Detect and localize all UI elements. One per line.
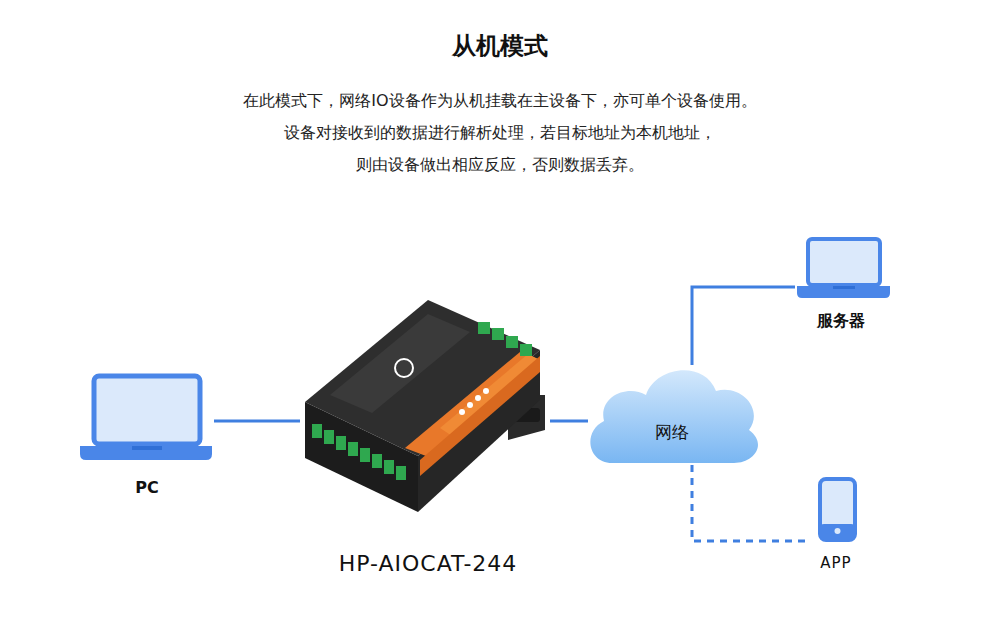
node-label: HP-AIOCAT-244 — [339, 551, 518, 576]
node-label: 网络 — [655, 421, 689, 444]
connector-line — [550, 420, 588, 423]
laptop-icon — [80, 376, 212, 460]
node-label: PC — [135, 478, 158, 497]
server-node: 服务器 — [795, 235, 892, 335]
io-device — [305, 300, 545, 512]
phone-icon — [820, 479, 855, 540]
description-line: 设备对接收到的数据进行解析处理，若目标地址为本机地址， — [0, 123, 1000, 143]
dashed-connector — [692, 465, 810, 541]
node-label: APP — [820, 554, 851, 572]
pc-node: PC — [78, 372, 214, 500]
network-cloud: 网络 — [588, 365, 754, 465]
diagram-title: 从机模式 — [0, 30, 1000, 62]
app-node: APP — [810, 475, 864, 575]
description-line: 则由设备做出相应反应，否则数据丢弃。 — [0, 155, 1000, 175]
server-laptop-icon — [797, 239, 890, 298]
cloud-shape — [590, 370, 758, 463]
connector-line — [692, 287, 795, 365]
node-label: 服务器 — [817, 311, 865, 332]
description-line: 在此模式下，网络IO设备作为从机挂载在主设备下，亦可单个设备使用。 — [0, 91, 1000, 111]
device-node: HP-AIOCAT-244 — [300, 295, 550, 580]
connector-line — [214, 420, 300, 423]
